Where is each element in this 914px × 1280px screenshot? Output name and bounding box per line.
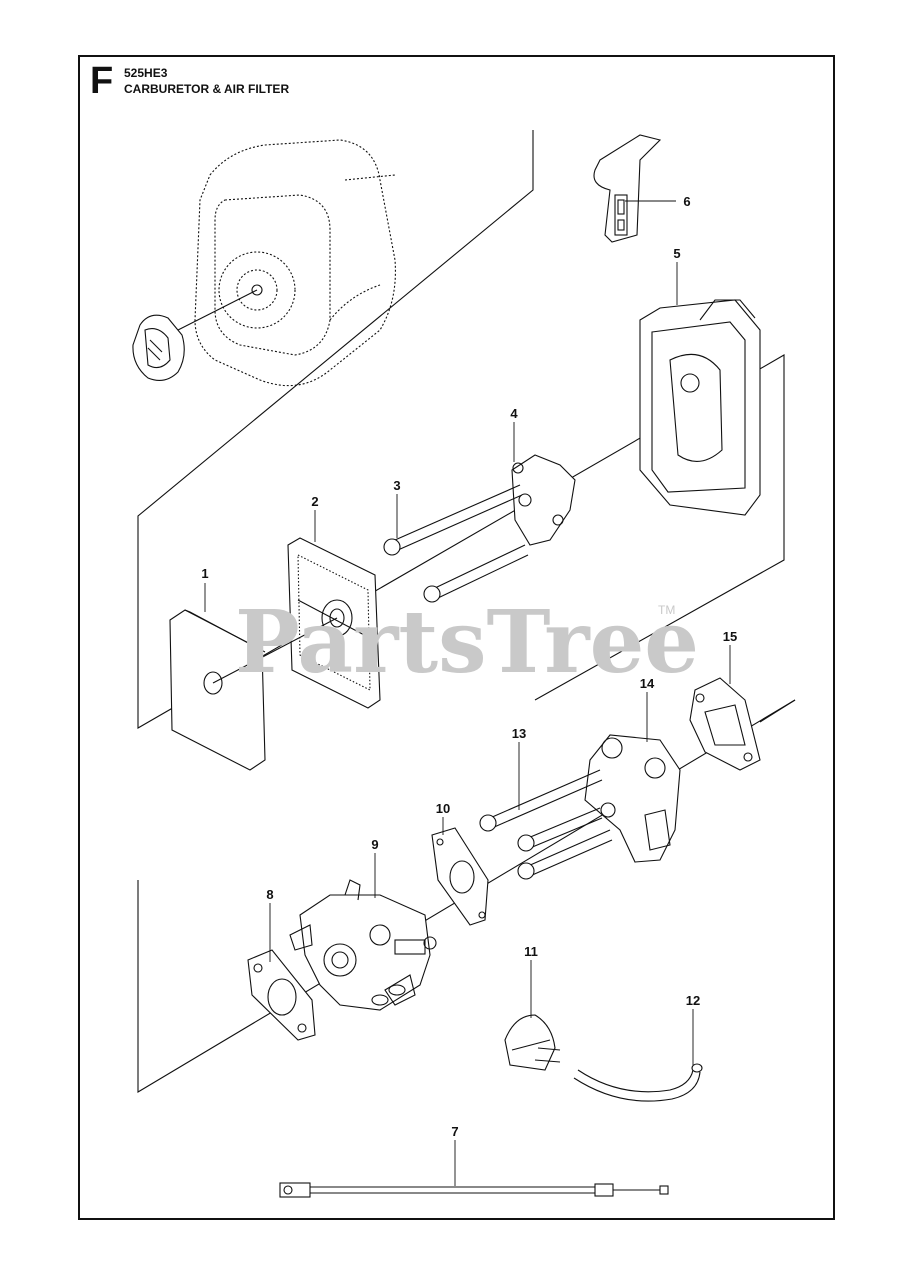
diagram-title: CARBURETOR & AIR FILTER — [124, 82, 290, 96]
part-13-screw-1 — [479, 769, 603, 832]
filter-axis — [212, 617, 338, 684]
part-3-bolt-lower — [423, 544, 529, 603]
part-6-bracket — [593, 134, 662, 243]
part-13-screw-2 — [517, 807, 603, 852]
callout-3: 3 — [393, 478, 400, 493]
part-8-gasket — [247, 949, 316, 1041]
part-4-bracket — [511, 454, 576, 546]
cover-knob — [132, 314, 185, 381]
part-13-screw-3 — [517, 829, 613, 880]
diagram-frame — [78, 55, 835, 1220]
callout-8: 8 — [266, 887, 273, 902]
lower-plane-outline — [137, 699, 796, 1093]
filter-cover-phantom — [194, 139, 396, 387]
callout-leaders — [204, 200, 731, 1186]
upper-plane-outline — [137, 130, 785, 729]
part-12-fuel-hose — [573, 1063, 703, 1102]
part-11-primer-bulb — [504, 1014, 561, 1071]
part-5-filter-housing — [639, 299, 761, 516]
part-7-throttle-cable — [279, 1182, 669, 1198]
callout-13: 13 — [512, 726, 526, 741]
callout-9: 9 — [371, 837, 378, 852]
callout-4: 4 — [510, 406, 518, 421]
callout-11: 11 — [524, 944, 538, 959]
section-letter: F — [90, 60, 114, 102]
part-1-filter-pad — [169, 609, 266, 771]
callout-6: 6 — [683, 194, 690, 209]
part-14-intake-adapter — [584, 734, 681, 863]
cover-knob-axis — [177, 289, 258, 331]
part-9-carburetor — [289, 879, 437, 1011]
part-3-bolt-upper — [383, 484, 523, 556]
callout-15: 15 — [723, 629, 737, 644]
model-number: 525HE3 — [124, 66, 168, 80]
callout-14: 14 — [640, 676, 655, 691]
callout-10: 10 — [436, 801, 450, 816]
part-15-gasket — [689, 677, 761, 771]
lower-plane-edge — [759, 699, 796, 723]
callout-2: 2 — [311, 494, 318, 509]
callout-7: 7 — [451, 1124, 458, 1139]
part-10-gasket — [431, 827, 489, 926]
part-2-filter-frame — [287, 537, 381, 709]
watermark-text: PartsTree — [235, 592, 699, 693]
watermark-trademark: TM — [658, 603, 675, 617]
callout-12: 12 — [686, 993, 700, 1008]
callout-1: 1 — [201, 566, 208, 581]
callout-5: 5 — [673, 246, 680, 261]
cover-screw-hole — [251, 284, 263, 296]
